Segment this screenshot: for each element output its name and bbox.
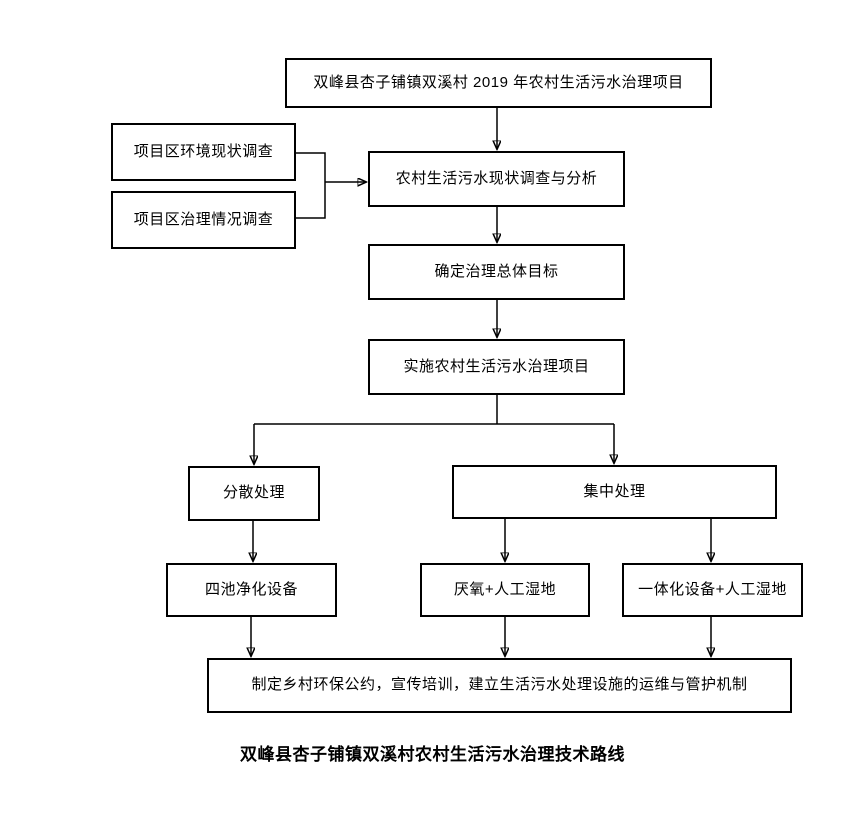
flow-node-overall-goal: 确定治理总体目标 xyxy=(368,244,625,300)
flow-node-treatment-survey: 项目区治理情况调查 xyxy=(111,191,296,249)
edge-implement-branch-lines xyxy=(254,395,614,425)
flow-node-anaerobic-wetland: 厌氧+人工湿地 xyxy=(420,563,590,617)
flow-node-mechanism: 制定乡村环保公约，宣传培训，建立生活污水处理设施的运维与管护机制 xyxy=(207,658,792,713)
flow-node-integrated-wetland: 一体化设备+人工湿地 xyxy=(622,563,803,617)
flow-node-status-analysis: 农村生活污水现状调查与分析 xyxy=(368,151,625,207)
flow-node-four-pond: 四池净化设备 xyxy=(166,563,337,617)
flow-node-decentralized: 分散处理 xyxy=(188,466,320,521)
flow-node-project-title: 双峰县杏子铺镇双溪村 2019 年农村生活污水治理项目 xyxy=(285,58,712,108)
flow-node-implement: 实施农村生活污水治理项目 xyxy=(368,339,625,395)
flow-node-env-survey: 项目区环境现状调查 xyxy=(111,123,296,181)
flow-node-centralized: 集中处理 xyxy=(452,465,777,519)
edge-surveys-merge-bracket xyxy=(296,152,326,219)
figure-caption: 双峰县杏子铺镇双溪村农村生活污水治理技术路线 xyxy=(240,745,625,764)
